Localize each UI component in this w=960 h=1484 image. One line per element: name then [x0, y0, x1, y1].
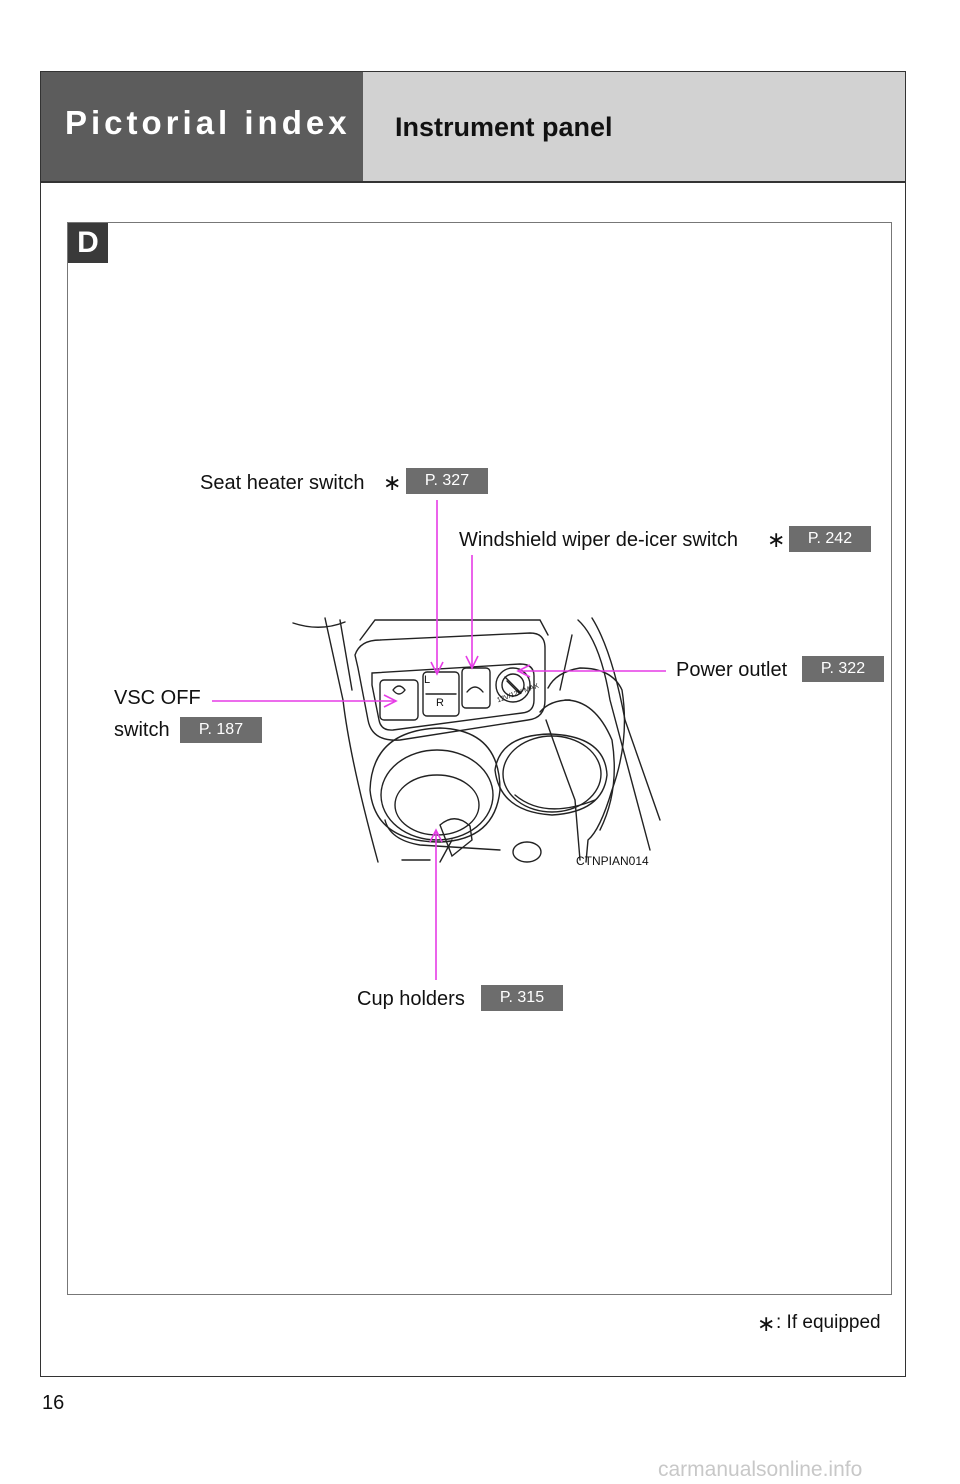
- wiper-deicer-label: Windshield wiper de-icer switch: [459, 529, 738, 551]
- seat-heater-label: Seat heater switch: [200, 472, 365, 494]
- power-outlet-page-ref[interactable]: P. 322: [802, 656, 884, 682]
- asterisk-icon: ∗: [383, 470, 402, 495]
- asterisk-icon: ∗: [767, 527, 786, 552]
- seat-heater-l-mark: L: [424, 674, 431, 686]
- seat-heater-page-ref[interactable]: P. 327: [406, 468, 488, 494]
- cup-holders-label: Cup holders: [357, 988, 465, 1010]
- header-divider: [41, 181, 905, 183]
- seat-heater-r-mark: R: [436, 697, 444, 709]
- page-frame: [40, 71, 906, 1377]
- asterisk-icon: ∗: [757, 1311, 776, 1336]
- illustration-panel: [67, 222, 892, 1295]
- section-title: Pictorial index: [65, 104, 351, 141]
- watermark: carmanualsonline.info: [658, 1458, 863, 1481]
- figure-code: CTNPIAN014: [576, 854, 649, 868]
- vsc-off-label-line2: switch: [114, 719, 170, 741]
- wiper-deicer-page-ref[interactable]: P. 242: [789, 526, 871, 552]
- vsc-off-label-line1: VSC OFF: [114, 687, 201, 709]
- page-header: Instrument panel: [363, 72, 905, 181]
- power-outlet-label: Power outlet: [676, 659, 788, 681]
- page-title: Instrument panel: [395, 112, 613, 142]
- page-number: 16: [42, 1392, 65, 1414]
- vsc-off-page-ref[interactable]: P. 187: [180, 717, 262, 743]
- footnote: : If equipped: [776, 1312, 881, 1333]
- cup-holders-page-ref[interactable]: P. 315: [481, 985, 563, 1011]
- section-header: Pictorial index: [41, 72, 363, 181]
- panel-tag: D: [68, 223, 108, 263]
